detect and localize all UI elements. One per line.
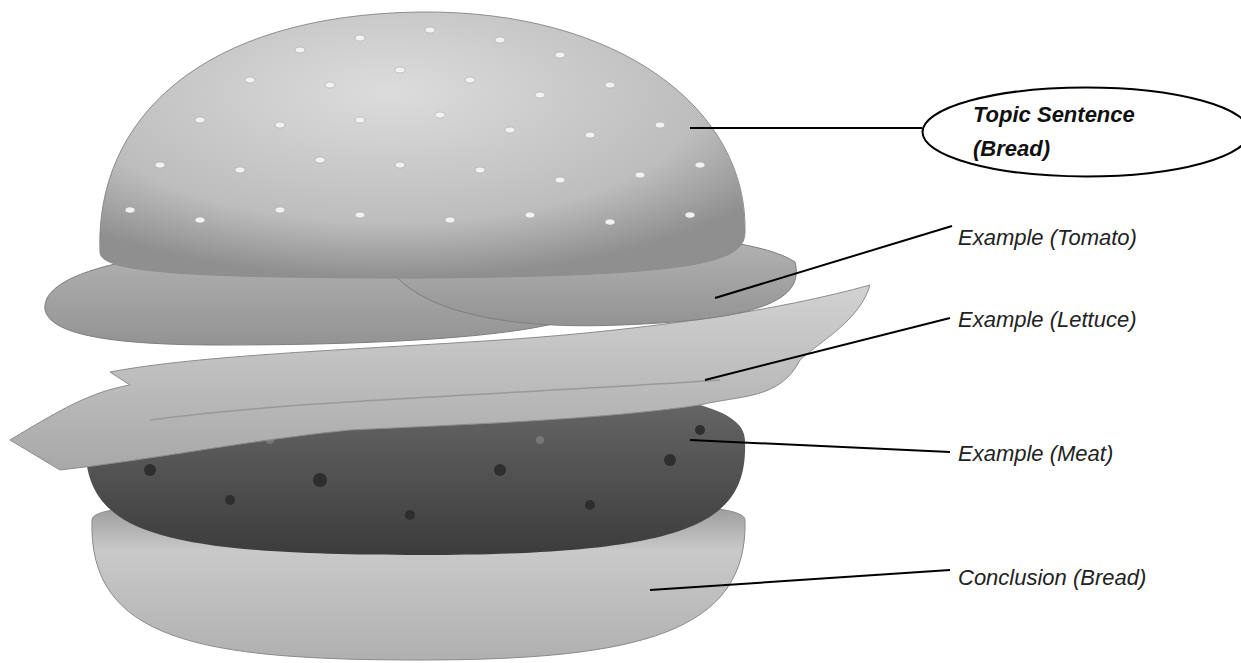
- top-bun: [100, 12, 745, 278]
- leader-line: [690, 127, 922, 129]
- leader-lines: [650, 128, 952, 590]
- leader-line: [690, 440, 950, 452]
- topic-ellipse: Topic Sentence (Bread): [921, 86, 1241, 178]
- part-label: Example (Lettuce): [958, 306, 1137, 334]
- ellipse-outline: [921, 86, 1241, 178]
- part-label: Example (Tomato): [958, 224, 1137, 252]
- topic-sentence-text: Topic Sentence (Bread): [973, 98, 1158, 166]
- part-label: Conclusion (Bread): [958, 564, 1146, 592]
- part-label: Example (Meat): [958, 440, 1113, 468]
- ellipse-shape: [923, 88, 1241, 177]
- leader-line: [650, 570, 950, 590]
- leader-line: [705, 318, 950, 380]
- leader-line: [715, 226, 952, 298]
